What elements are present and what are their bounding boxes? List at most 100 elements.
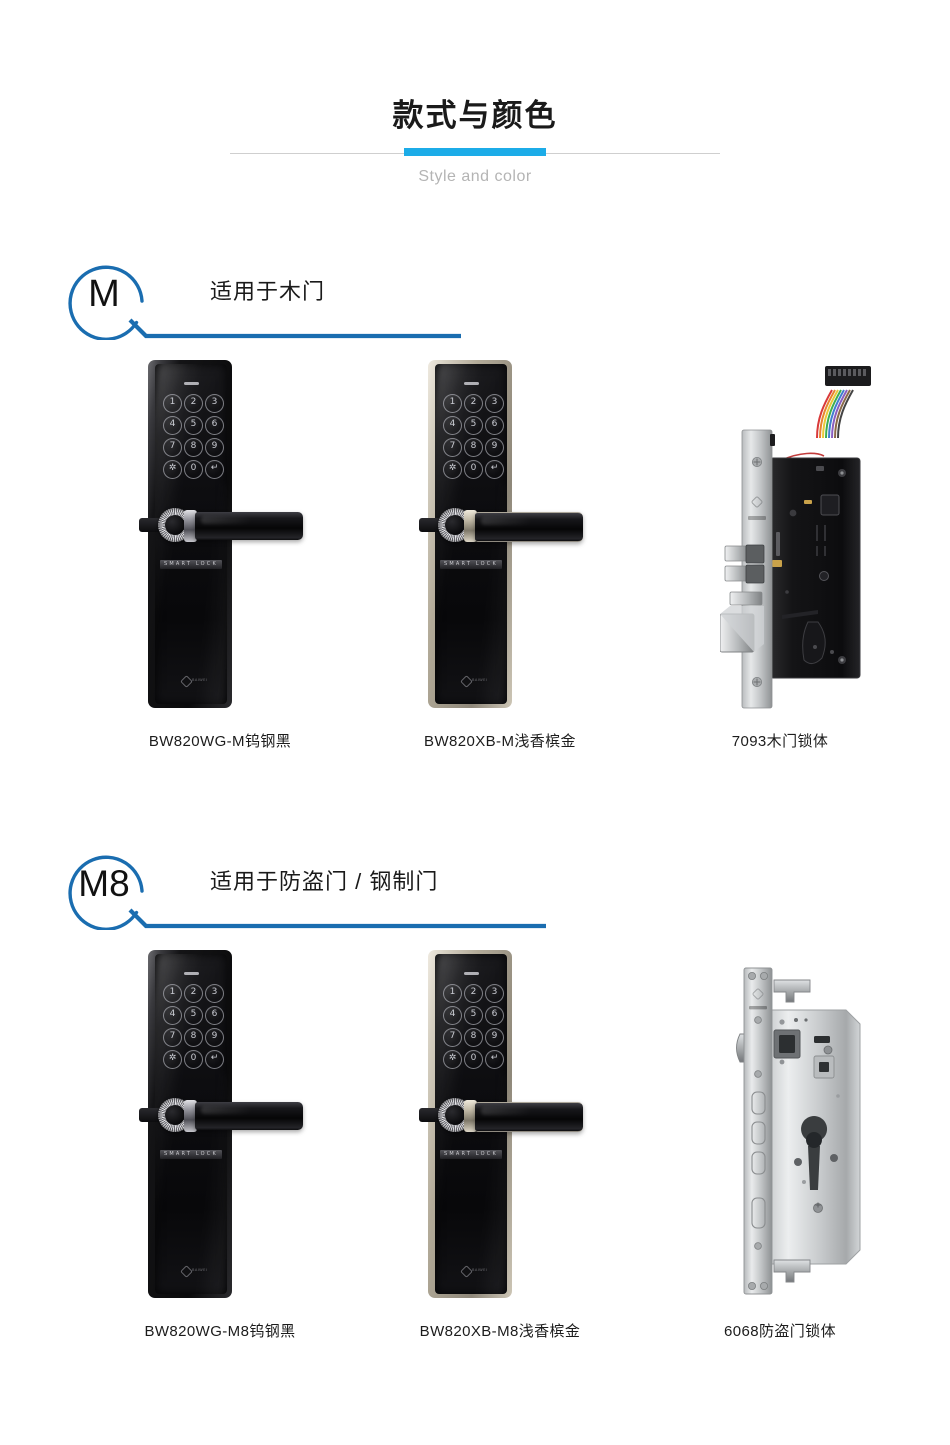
keypad-key[interactable]: 0 [184,460,203,479]
keypad-key[interactable]: 0 [184,1050,203,1069]
keypad-key-enter[interactable]: ↵ [205,460,224,479]
keypad-key-cancel[interactable]: ✲ [443,460,462,479]
product-caption: BW820XB-M浅香槟金 [424,733,576,750]
product-card-xb-m[interactable]: 1 2 3 4 5 6 7 8 9 ✲ 0 ↵ SMART LOCK [350,360,650,751]
keypad-key[interactable]: 2 [184,984,203,1003]
mortise-lock-body-security [718,950,888,1310]
keypad[interactable]: 1 2 3 4 5 6 7 8 9 ✲ 0 ↵ [443,394,504,479]
product-image-wg-m: 1 2 3 4 5 6 7 8 9 ✲ 0 ↵ SMART LOCK [70,360,370,730]
keypad-key[interactable]: 8 [184,438,203,457]
product-card-6068[interactable]: 6068防盗门锁体 [630,950,930,1341]
keypad-key-enter[interactable]: ↵ [485,460,504,479]
keypad-key-cancel[interactable]: ✲ [163,460,182,479]
thumbturn-stem [419,1108,441,1122]
door-handle[interactable] [195,1102,303,1130]
logo-text: BAIWEI [192,1268,208,1272]
knob-core [165,515,185,535]
keypad-key[interactable]: 5 [464,416,483,435]
door-handle[interactable] [195,512,303,540]
keypad-key[interactable]: 1 [163,984,182,1003]
keypad-key-cancel[interactable]: ✲ [163,1050,182,1069]
keypad-key[interactable]: 2 [184,394,203,413]
keypad-key[interactable]: 1 [163,394,182,413]
keypad[interactable]: 1 2 3 4 5 6 7 8 9 ✲ 0 ↵ [163,984,224,1069]
keypad-key[interactable]: 1 [443,394,462,413]
keypad-key-enter[interactable]: ↵ [485,1050,504,1069]
keypad-key[interactable]: 3 [205,984,224,1003]
brand-strip: SMART LOCK [160,560,222,569]
keypad-key[interactable]: 2 [464,394,483,413]
product-image-xb-m: 1 2 3 4 5 6 7 8 9 ✲ 0 ↵ SMART LOCK [350,360,650,730]
deadbolts [719,544,765,653]
keypad-key[interactable]: 8 [464,438,483,457]
knob-core [445,1105,465,1125]
handle-collar [184,1100,197,1132]
keypad-key[interactable]: 7 [163,1028,182,1047]
badge-connector-graphic [68,855,546,930]
keypad-key[interactable]: 5 [464,1006,483,1025]
brand-strip: SMART LOCK [440,560,502,569]
keypad-key[interactable]: 6 [485,1006,504,1025]
page-header: 款式与颜色 Style and color [0,96,950,186]
keypad-key[interactable]: 4 [443,1006,462,1025]
product-caption: BW820XB-M8浅香槟金 [419,1323,581,1340]
product-card-wg-m8[interactable]: 1 2 3 4 5 6 7 8 9 ✲ 0 ↵ SMART LOCK [70,950,370,1341]
keypad[interactable]: 1 2 3 4 5 6 7 8 9 ✲ 0 ↵ [163,394,224,479]
status-indicator-icon [184,972,199,975]
handle-collar [464,510,477,542]
keypad-key[interactable]: 0 [464,1050,483,1069]
keypad-key[interactable]: 2 [464,984,483,1003]
product-image-6068 [630,950,930,1320]
knob-core [445,515,465,535]
keypad-key[interactable]: 5 [184,1006,203,1025]
page-title: 款式与颜色 [392,98,558,133]
title-accent-bar [404,148,546,156]
keypad-key[interactable]: 9 [205,438,224,457]
keypad-key-enter[interactable]: ↵ [205,1050,224,1069]
keypad-key[interactable]: 7 [443,438,462,457]
product-image-xb-m8: 1 2 3 4 5 6 7 8 9 ✲ 0 ↵ SMART LOCK [350,950,650,1320]
product-card-xb-m8[interactable]: 1 2 3 4 5 6 7 8 9 ✲ 0 ↵ SMART LOCK [350,950,650,1341]
keypad-key[interactable]: 4 [163,416,182,435]
mortise-6068-graphic [736,967,861,1295]
door-handle[interactable] [475,512,583,542]
status-indicator-icon [464,382,479,385]
handle-collar [184,510,197,542]
brand-logo: BAIWEI [460,1265,487,1278]
keypad-key-cancel[interactable]: ✲ [443,1050,462,1069]
keypad-key[interactable]: 8 [464,1028,483,1047]
lock-panel-black: 1 2 3 4 5 6 7 8 9 ✲ 0 ↵ SMART LOCK [139,950,308,1298]
keypad-key[interactable]: 9 [205,1028,224,1047]
keypad-key[interactable]: 9 [485,438,504,457]
keypad-key[interactable]: 6 [485,416,504,435]
keypad-key[interactable]: 8 [184,1028,203,1047]
keypad-key[interactable]: 4 [443,416,462,435]
keypad-key[interactable]: 7 [443,1028,462,1047]
logo-text: BAIWEI [192,678,208,682]
product-caption: BW820WG-M8钨钢黑 [144,1323,296,1340]
keypad-key[interactable]: 5 [184,416,203,435]
logo-diamond-icon [180,675,193,688]
logo-diamond-icon [460,675,473,688]
keypad-key[interactable]: 3 [205,394,224,413]
thumbturn-stem [419,518,441,532]
keypad[interactable]: 1 2 3 4 5 6 7 8 9 ✲ 0 ↵ [443,984,504,1069]
product-caption: BW820WG-M钨钢黑 [148,733,292,750]
logo-text: BAIWEI [472,678,488,682]
keypad-key[interactable]: 7 [163,438,182,457]
keypad-key[interactable]: 3 [485,984,504,1003]
keypad-key[interactable]: 0 [464,460,483,479]
keypad-key[interactable]: 1 [443,984,462,1003]
keypad-key[interactable]: 3 [485,394,504,413]
door-handle[interactable] [475,1102,583,1132]
keypad-key[interactable]: 4 [163,1006,182,1025]
product-card-wg-m[interactable]: 1 2 3 4 5 6 7 8 9 ✲ 0 ↵ SMART LOCK [70,360,370,751]
product-image-wg-m8: 1 2 3 4 5 6 7 8 9 ✲ 0 ↵ SMART LOCK [70,950,370,1320]
section-label-m: 适用于木门 [210,279,326,304]
keypad-key[interactable]: 9 [485,1028,504,1047]
keypad-key[interactable]: 6 [205,1006,224,1025]
brand-logo: BAIWEI [180,675,208,688]
badge-connector-graphic [68,265,461,340]
keypad-key[interactable]: 6 [205,416,224,435]
product-card-7093[interactable]: 7093木门锁体 [630,360,930,751]
